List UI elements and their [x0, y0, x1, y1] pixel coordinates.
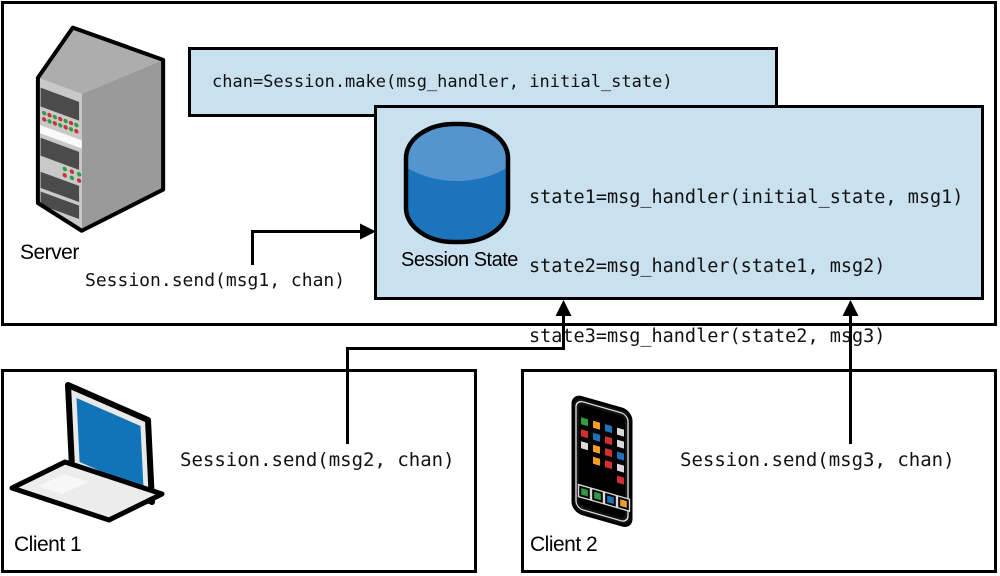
client2-label: Client 2	[530, 533, 598, 556]
session-code-line: state2=msg_handler(state1, msg2)	[529, 256, 886, 278]
database-icon	[403, 121, 511, 245]
session-state-label: Session State	[401, 249, 518, 271]
send-msg3-text: Session.send(msg3, chan)	[680, 449, 955, 471]
laptop-icon	[9, 382, 165, 523]
smartphone-icon	[571, 395, 633, 527]
chan-code-text: chan=Session.make(msg_handler, initial_s…	[212, 72, 673, 92]
server-label: Server	[20, 241, 79, 264]
session-state-box: state1=msg_handler(initial_state, msg1) …	[374, 105, 984, 347]
session-state-code: state1=msg_handler(initial_state, msg1) …	[529, 139, 963, 395]
session-code-line: state1=msg_handler(initial_state, msg1)	[529, 186, 964, 208]
client1-label: Client 1	[14, 533, 82, 556]
server-icon	[35, 25, 166, 233]
send-msg1-text: Session.send(msg1, chan)	[85, 270, 346, 291]
session-code-line: state3=msg_handler(state2, msg3)	[529, 326, 886, 348]
send-msg2-text: Session.send(msg2, chan)	[180, 449, 455, 471]
